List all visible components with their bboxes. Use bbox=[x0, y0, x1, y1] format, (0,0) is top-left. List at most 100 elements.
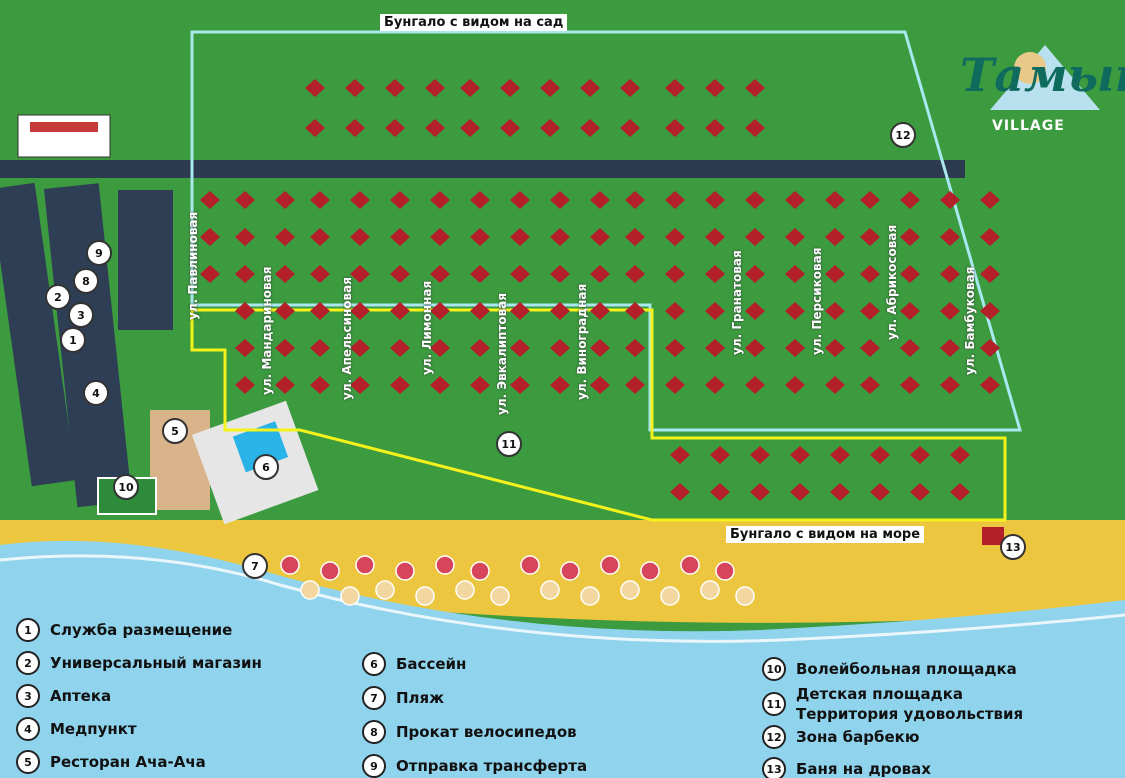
street-label: ул. Мандариновая bbox=[260, 266, 274, 395]
bungalow bbox=[350, 191, 370, 209]
marker-10[interactable]: 10 bbox=[113, 474, 139, 500]
bungalow bbox=[705, 339, 725, 357]
legend-label: Детская площадка bbox=[796, 685, 964, 703]
marker-6[interactable]: 6 bbox=[253, 454, 279, 480]
bungalow bbox=[200, 228, 220, 246]
legend-number: 5 bbox=[16, 750, 40, 774]
marker-12[interactable]: 12 bbox=[890, 122, 916, 148]
marker-11[interactable]: 11 bbox=[496, 431, 522, 457]
bungalow bbox=[790, 446, 810, 464]
bungalow bbox=[390, 265, 410, 283]
marker-3[interactable]: 3 bbox=[68, 302, 94, 328]
marker-5[interactable]: 5 bbox=[162, 418, 188, 444]
legend-label: Аптека bbox=[50, 687, 112, 705]
beach-umbrella bbox=[735, 586, 755, 606]
street-label: ул. Апельсиновая bbox=[340, 277, 354, 400]
legend-label: Ресторан Ача-Ача bbox=[50, 753, 206, 771]
bungalow bbox=[860, 376, 880, 394]
bungalow bbox=[430, 191, 450, 209]
bungalow bbox=[825, 191, 845, 209]
bungalow bbox=[235, 228, 255, 246]
bungalow bbox=[860, 228, 880, 246]
bungalow bbox=[705, 191, 725, 209]
bungalow bbox=[785, 265, 805, 283]
legend-label: Бассейн bbox=[396, 655, 467, 673]
bungalow bbox=[390, 228, 410, 246]
beach-umbrella bbox=[540, 580, 560, 600]
legend-number: 7 bbox=[362, 686, 386, 710]
bungalow bbox=[500, 119, 520, 137]
bungalow bbox=[470, 228, 490, 246]
bungalow bbox=[825, 302, 845, 320]
bungalow bbox=[860, 302, 880, 320]
bungalow bbox=[390, 191, 410, 209]
marker-9[interactable]: 9 bbox=[86, 240, 112, 266]
marker-1[interactable]: 1 bbox=[60, 327, 86, 353]
bungalow bbox=[580, 79, 600, 97]
sea-view-label: Бунгало с видом на море bbox=[726, 526, 925, 543]
bungalow bbox=[590, 376, 610, 394]
bungalow bbox=[980, 228, 1000, 246]
bungalow bbox=[275, 302, 295, 320]
bungalow bbox=[940, 191, 960, 209]
street-label: ул. Абрикосовая bbox=[885, 224, 899, 340]
sea bbox=[0, 540, 1125, 778]
bungalow bbox=[980, 376, 1000, 394]
bungalow bbox=[310, 265, 330, 283]
bungalow bbox=[705, 302, 725, 320]
bungalow bbox=[550, 265, 570, 283]
bungalow bbox=[785, 302, 805, 320]
marker-13[interactable]: 13 bbox=[1000, 534, 1026, 560]
bungalow bbox=[940, 265, 960, 283]
bungalow bbox=[750, 446, 770, 464]
bungalow bbox=[590, 339, 610, 357]
bungalow bbox=[470, 339, 490, 357]
bungalow bbox=[305, 79, 325, 97]
marker-7[interactable]: 7 bbox=[242, 553, 268, 579]
legend-number: 11 bbox=[762, 692, 786, 716]
marker-8[interactable]: 8 bbox=[73, 268, 99, 294]
bungalow bbox=[350, 339, 370, 357]
bungalow bbox=[825, 376, 845, 394]
bungalow bbox=[580, 119, 600, 137]
sea-view-border bbox=[190, 308, 1007, 522]
bungalow bbox=[745, 79, 765, 97]
brand-logo: Тамын VILLAGE bbox=[950, 40, 1125, 140]
marker-4[interactable]: 4 bbox=[83, 380, 109, 406]
parking-strip-1 bbox=[0, 182, 77, 487]
beach-umbrella bbox=[320, 561, 340, 581]
beach-umbrella bbox=[560, 561, 580, 581]
beach-umbrella bbox=[395, 561, 415, 581]
bungalow bbox=[745, 376, 765, 394]
bungalow bbox=[470, 376, 490, 394]
bungalow bbox=[235, 302, 255, 320]
brand-name: Тамын bbox=[960, 48, 1125, 102]
legend-number: 13 bbox=[762, 757, 786, 778]
street-label: ул. Гранатовая bbox=[730, 250, 744, 355]
legend-number: 2 bbox=[16, 651, 40, 675]
bungalow bbox=[345, 119, 365, 137]
bungalow bbox=[510, 228, 530, 246]
beach-umbrella bbox=[600, 555, 620, 575]
bungalow bbox=[310, 339, 330, 357]
legend-number: 8 bbox=[362, 720, 386, 744]
street-label: ул. Эвкалиптовая bbox=[495, 292, 509, 415]
bungalow bbox=[275, 228, 295, 246]
beach-umbrella bbox=[490, 586, 510, 606]
bungalow bbox=[950, 446, 970, 464]
bungalow bbox=[710, 446, 730, 464]
marker-2[interactable]: 2 bbox=[45, 284, 71, 310]
bungalow bbox=[305, 119, 325, 137]
bungalow bbox=[910, 483, 930, 501]
reception-building bbox=[17, 114, 111, 158]
beach-umbrella bbox=[415, 586, 435, 606]
bungalow bbox=[790, 483, 810, 501]
bungalow bbox=[235, 265, 255, 283]
